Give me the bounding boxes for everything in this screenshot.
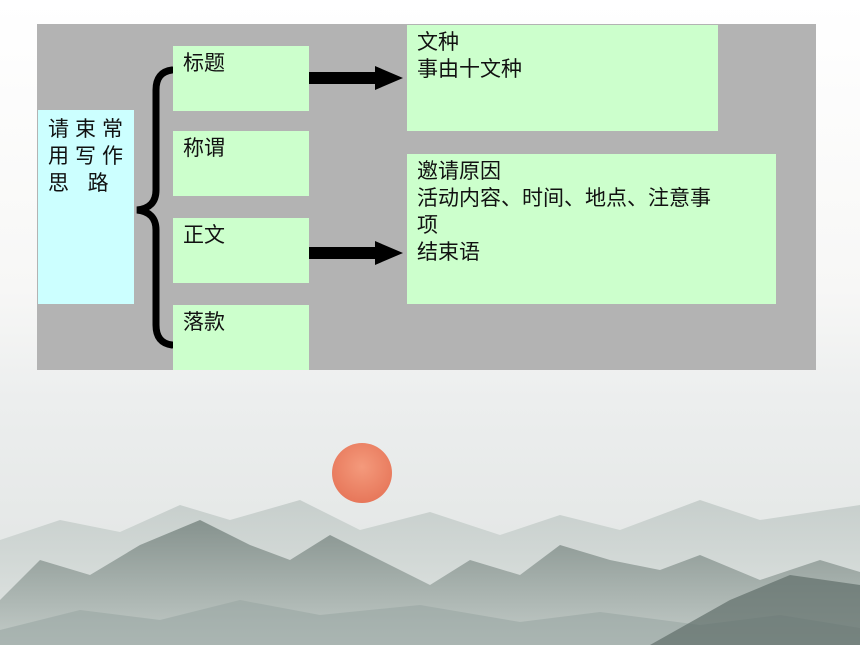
item-title-label: 标题 xyxy=(183,51,225,75)
foreground-hills xyxy=(0,600,860,645)
item-salutation-label: 称谓 xyxy=(183,136,225,160)
item-signature-box: 落款 xyxy=(173,305,309,370)
item-body-box: 正文 xyxy=(173,218,309,283)
item-title-box: 标题 xyxy=(173,46,309,111)
item-signature-label: 落款 xyxy=(183,310,225,334)
detail-title-line-2: 事由十文种 xyxy=(417,57,522,81)
root-line-1: 请束常 xyxy=(48,117,129,141)
detail-title-line-1: 文种 xyxy=(417,30,459,54)
detail-body-box: 邀请原因 活动内容、时间、地点、注意事 项 结束语 xyxy=(407,154,776,304)
root-topic-box: 请束常 用写作 思 路 xyxy=(38,110,134,304)
root-line-2: 用写作 xyxy=(48,144,129,168)
detail-title-box: 文种 事由十文种 xyxy=(407,25,718,131)
arrow-title-to-type xyxy=(309,66,403,90)
detail-body-line-1: 邀请原因 xyxy=(417,159,501,183)
detail-body-line-2: 活动内容、时间、地点、注意事 xyxy=(417,186,711,210)
root-line-3: 思 路 xyxy=(48,171,115,195)
sun-shape xyxy=(332,443,392,503)
item-body-label: 正文 xyxy=(183,223,225,247)
item-salutation-box: 称谓 xyxy=(173,131,309,196)
brace-shape xyxy=(136,66,176,349)
right-ridge xyxy=(650,575,860,645)
arrow-body-to-content xyxy=(309,241,403,265)
detail-body-line-4: 结束语 xyxy=(417,240,480,264)
detail-body-line-3: 项 xyxy=(417,213,438,237)
